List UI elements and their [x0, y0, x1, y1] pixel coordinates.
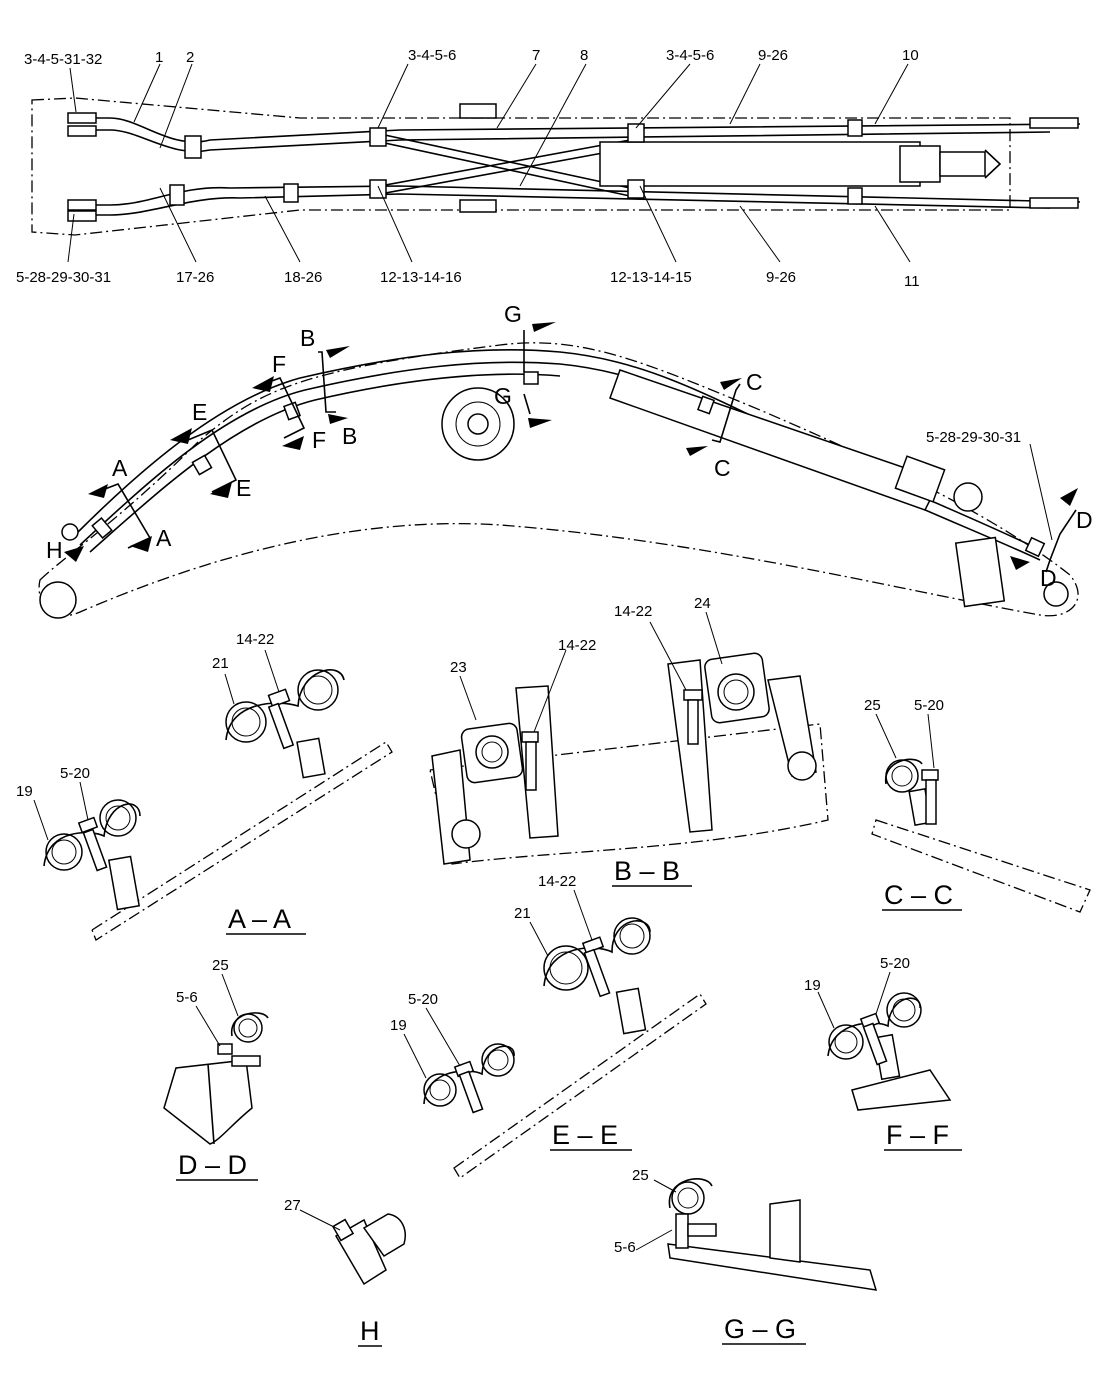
callout-top-5: 7 [532, 47, 540, 64]
side-letter-a2: A [156, 525, 172, 551]
callout-top-1: 3-4-5-31-32 [24, 51, 102, 68]
side-view: A A E E F F B B G G C C D D H 5-28-29-30… [38, 301, 1093, 619]
side-letter-a1: A [112, 455, 128, 481]
callout-gg-2: 5-6 [614, 1239, 636, 1256]
title-section-cc: C – C [884, 880, 953, 910]
callout-top-7: 3-4-5-6 [666, 47, 714, 64]
side-letter-f2: F [312, 427, 326, 453]
callout-ee-2: 21 [514, 905, 531, 922]
callout-top-2: 1 [155, 49, 163, 66]
top-view: 3-4-5-31-32 1 2 3-4-5-6 7 8 3-4-5-6 9-26… [16, 47, 1081, 290]
side-letter-b1: B [300, 325, 315, 351]
callout-bottom-3: 18-26 [284, 269, 322, 286]
title-section-dd: D – D [178, 1150, 247, 1180]
view-h: 27 H [284, 1197, 406, 1347]
callout-bottom-1: 5-28-29-30-31 [16, 269, 111, 286]
callout-top-9: 10 [902, 47, 919, 64]
side-letter-h: H [46, 537, 63, 563]
side-letter-d1: D [1076, 507, 1093, 533]
title-section-ee: E – E [552, 1120, 618, 1150]
title-section-gg: G – G [724, 1314, 796, 1344]
callout-aa-2: 21 [212, 655, 229, 672]
side-letter-c1: C [746, 369, 763, 395]
title-section-ff: F – F [886, 1120, 949, 1150]
callout-top-4: 3-4-5-6 [408, 47, 456, 64]
callout-aa-3: 5-20 [60, 765, 90, 782]
side-letter-c2: C [714, 455, 731, 481]
side-letter-g1: G [504, 301, 522, 327]
callout-bb-4: 14-22 [558, 637, 596, 654]
callout-bottom-4: 12-13-14-16 [380, 269, 462, 286]
side-letter-b2: B [342, 423, 357, 449]
callout-ee-3: 5-20 [408, 991, 438, 1008]
section-g-g: 25 5-6 G – G [614, 1167, 878, 1345]
callout-bb-1: 14-22 [614, 603, 652, 620]
side-letter-d2: D [1040, 565, 1057, 591]
section-b-b: 14-22 24 23 14-22 B – B [429, 595, 829, 887]
callout-h-1: 27 [284, 1197, 301, 1214]
callout-top-6: 8 [580, 47, 588, 64]
callout-top-3: 2 [186, 49, 194, 66]
side-letter-e2: E [236, 475, 251, 501]
callout-gg-1: 25 [632, 1167, 649, 1184]
callout-bb-2: 24 [694, 595, 711, 612]
title-view-h: H [360, 1316, 380, 1346]
callout-bottom-6: 9-26 [766, 269, 796, 286]
side-letter-e1: E [192, 399, 207, 425]
side-letter-g2: G [494, 383, 512, 409]
section-f-f: 5-20 19 F – F [804, 955, 962, 1151]
callout-aa-4: 19 [16, 783, 33, 800]
callout-bottom-7: 11 [904, 273, 920, 290]
callout-bb-3: 23 [450, 659, 467, 676]
callout-ee-4: 19 [390, 1017, 407, 1034]
section-d-d: 25 5-6 D – D [163, 957, 269, 1181]
callout-cc-1: 25 [864, 697, 881, 714]
callout-side-d: 5-28-29-30-31 [926, 429, 1021, 446]
callout-ff-1: 5-20 [880, 955, 910, 972]
callout-ff-2: 19 [804, 977, 821, 994]
section-a-a: 14-22 21 5-20 19 A – A [16, 631, 393, 941]
title-section-bb: B – B [614, 856, 680, 886]
callout-bottom-5: 12-13-14-15 [610, 269, 692, 286]
side-letter-f1: F [272, 351, 286, 377]
section-e-e: 14-22 21 5-20 19 E – E [390, 873, 707, 1179]
callout-dd-1: 25 [212, 957, 229, 974]
callout-ee-1: 14-22 [538, 873, 576, 890]
callout-aa-1: 14-22 [236, 631, 274, 648]
section-c-c: 25 5-20 C – C [864, 697, 1091, 913]
callout-cc-2: 5-20 [914, 697, 944, 714]
title-section-aa: A – A [228, 904, 291, 934]
callout-dd-2: 5-6 [176, 989, 198, 1006]
callout-top-8: 9-26 [758, 47, 788, 64]
callout-bottom-2: 17-26 [176, 269, 214, 286]
